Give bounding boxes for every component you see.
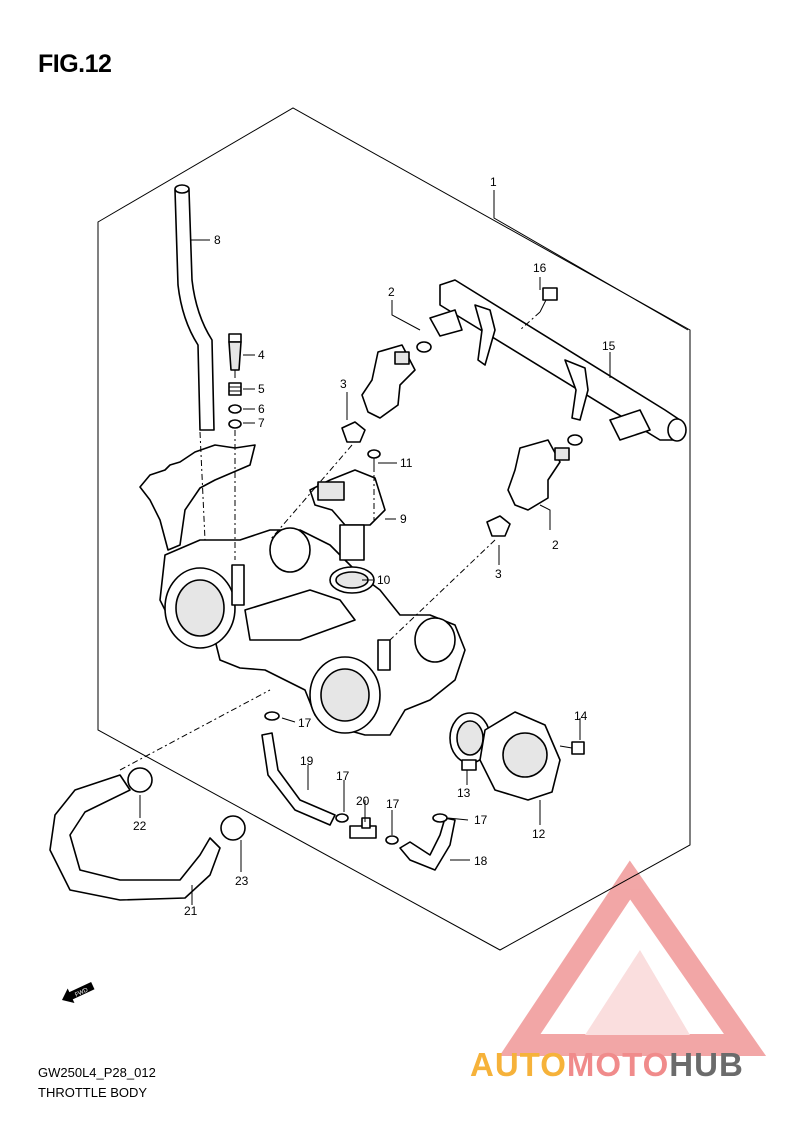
screw-part-14 xyxy=(559,741,585,755)
clamp-part-13 xyxy=(449,712,491,771)
fwd-label: FWD xyxy=(74,987,90,998)
callout-4: 4 xyxy=(258,348,265,362)
watermark-triangle-logo xyxy=(499,860,767,1056)
callout-17-d: 17 xyxy=(474,813,488,827)
callout-14: 14 xyxy=(574,709,588,723)
callout-2-lower: 2 xyxy=(552,538,559,552)
mounting-bracket xyxy=(139,444,256,551)
callout-20: 20 xyxy=(356,794,370,808)
throttle-body-part-1 xyxy=(159,527,466,736)
callout-1: 1 xyxy=(490,175,497,189)
callout-11: 11 xyxy=(400,456,413,470)
callout-18: 18 xyxy=(474,854,488,868)
clamp-part-22 xyxy=(127,767,153,793)
bolt-part-16 xyxy=(539,287,558,313)
hose-part-18 xyxy=(399,817,456,871)
callout-12: 12 xyxy=(532,827,546,841)
callout-3-lower: 3 xyxy=(495,567,502,581)
injector-part-2-lower xyxy=(507,439,570,511)
oring-part-7 xyxy=(228,419,242,429)
leader-lines xyxy=(139,190,689,905)
callout-23: 23 xyxy=(235,874,249,888)
plunger-part-4 xyxy=(228,333,242,378)
callout-16: 16 xyxy=(533,261,547,275)
sensor-part-9 xyxy=(309,469,386,561)
watermark-brand: AUTOMOTOHUB xyxy=(470,1046,744,1084)
cushion-part-3-upper xyxy=(341,421,366,443)
callout-6: 6 xyxy=(258,402,265,416)
callout-7: 7 xyxy=(258,416,265,430)
callout-3-upper: 3 xyxy=(340,377,347,391)
hose-part-19 xyxy=(261,732,336,826)
callout-5: 5 xyxy=(258,382,265,396)
injector-part-2-upper xyxy=(361,344,416,419)
hose-part-8 xyxy=(174,189,215,431)
clips-part-17 xyxy=(264,711,448,845)
oring-part-upper xyxy=(416,341,432,353)
callout-2-upper: 2 xyxy=(388,285,395,299)
brand-part-auto: AUTO xyxy=(470,1046,567,1083)
oring-part-lower xyxy=(567,434,583,446)
brand-part-moto: MOTO xyxy=(566,1046,670,1083)
screw-part-11 xyxy=(367,449,381,472)
washer-part-6 xyxy=(228,404,242,414)
callout-19: 19 xyxy=(300,754,314,768)
callout-15: 15 xyxy=(602,339,616,353)
assembly-outline xyxy=(97,107,691,951)
hose-part-21 xyxy=(49,774,221,901)
figure-title: FIG.12 xyxy=(38,50,112,78)
callout-22: 22 xyxy=(133,819,147,833)
callout-17-c: 17 xyxy=(386,797,400,811)
callout-21: 21 xyxy=(184,904,198,918)
callout-labels: 1 2 3 4 5 6 7 8 9 10 11 2 3 12 13 14 15 … xyxy=(133,175,616,918)
figure-code: GW250L4_P28_012 xyxy=(38,1065,156,1080)
cover-part-12 xyxy=(479,711,561,801)
callout-10: 10 xyxy=(377,573,391,587)
callout-17-a: 17 xyxy=(298,716,312,730)
callout-13: 13 xyxy=(457,786,471,800)
cushion-part-3-lower xyxy=(486,515,511,537)
callout-8: 8 xyxy=(214,233,221,247)
callout-9: 9 xyxy=(400,512,407,526)
fuel-rail-part-15 xyxy=(429,279,687,442)
figure-name: THROTTLE BODY xyxy=(38,1085,148,1100)
spring-part-5 xyxy=(228,382,242,396)
brand-part-hub: HUB xyxy=(669,1046,744,1083)
clamp-part-23 xyxy=(220,815,246,841)
joint-part-20 xyxy=(349,817,377,839)
forward-arrow-icon: FWD xyxy=(62,982,95,1004)
callout-17-b: 17 xyxy=(336,769,350,783)
